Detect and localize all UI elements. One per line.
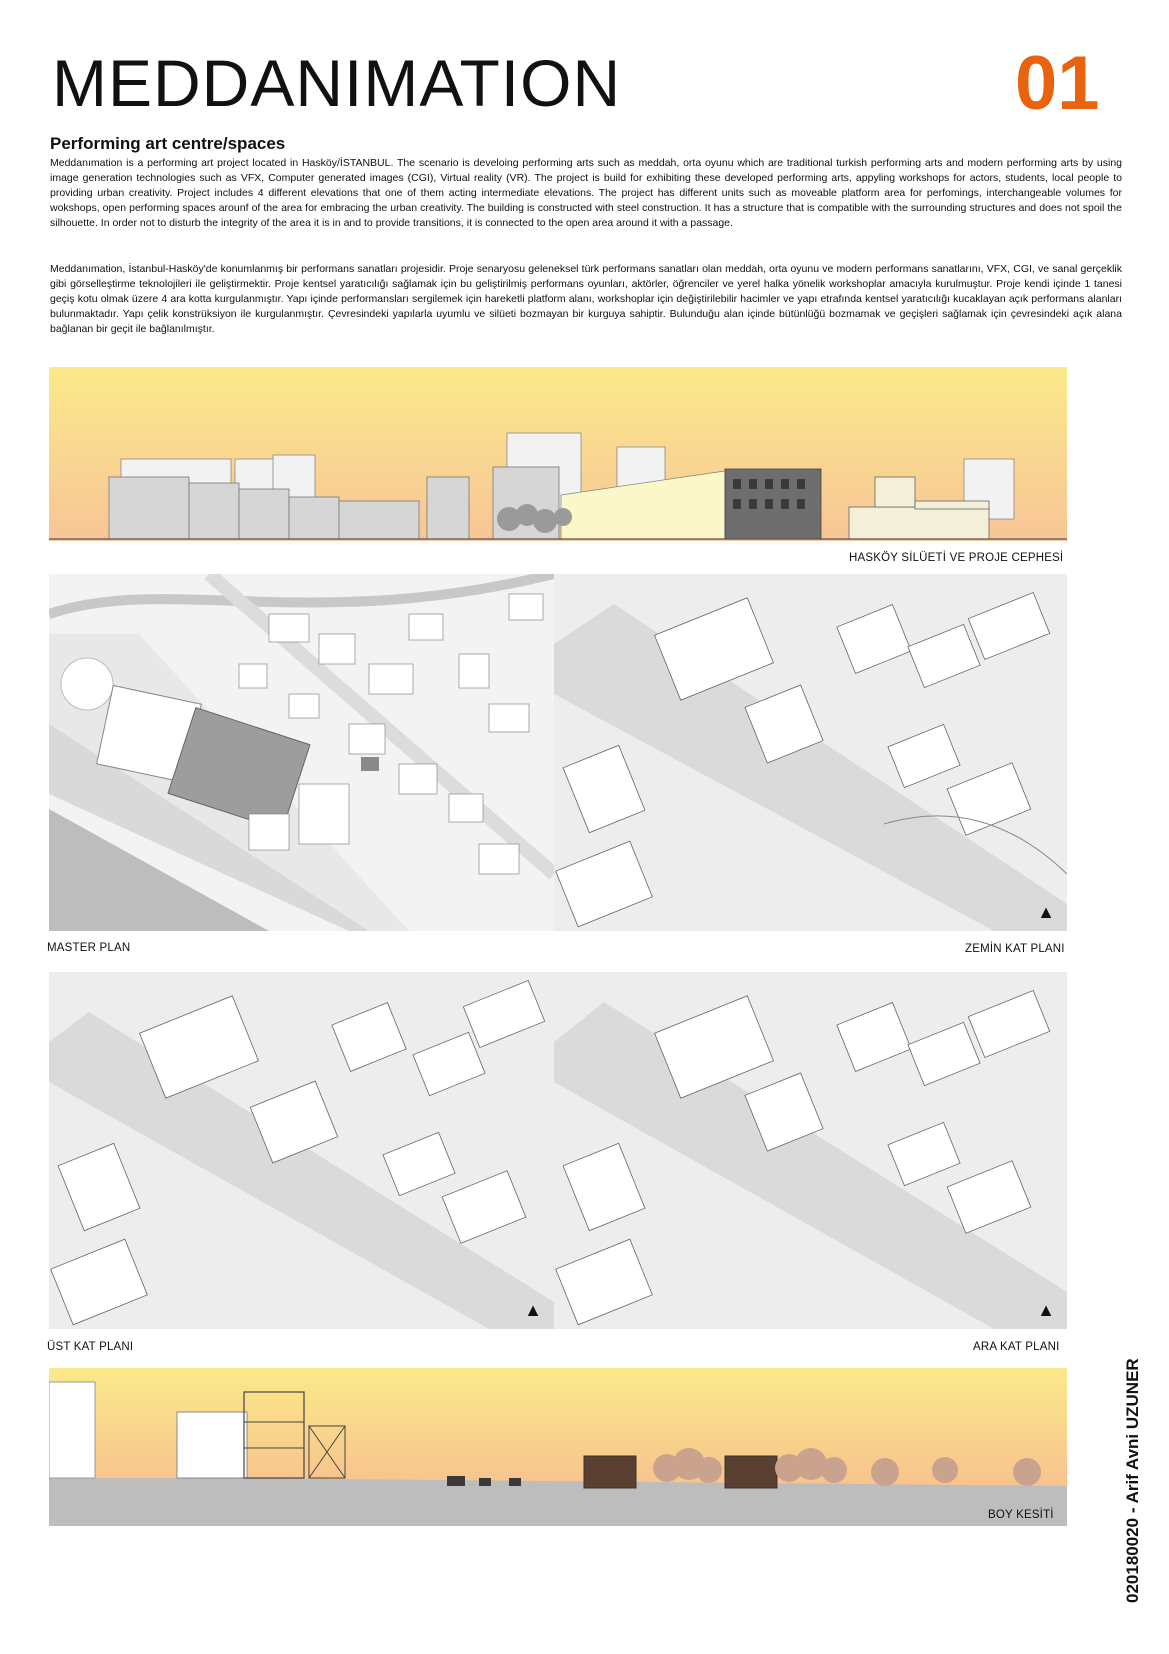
sheet-number: 01 (1015, 41, 1100, 126)
north-arrow-icon: ▲ (1037, 902, 1055, 922)
long-section-drawing (49, 1368, 1067, 1526)
project-subtitle: Performing art centre/spaces (50, 134, 286, 153)
ground-floor-caption: ZEMİN KAT PLANI (965, 943, 1065, 955)
north-arrow-icon: ▲ (1037, 1300, 1055, 1320)
upper-floor-plan-drawing: ▲ (49, 972, 554, 1329)
master-plan-caption: MASTER PLAN (47, 942, 131, 954)
north-arrow-icon: ▲ (524, 1300, 542, 1320)
mezzanine-floor-plan-drawing: ▲ (554, 972, 1067, 1329)
mezzanine-caption: ARA KAT PLANI (973, 1341, 1060, 1353)
elevation-caption: HASKÖY SİLÜETİ VE PROJE CEPHESİ (849, 552, 1064, 564)
description-english: Meddanımation is a performing art projec… (50, 157, 1122, 229)
section-caption: BOY KESİTİ (988, 1509, 1054, 1521)
page-title: MEDDANIMATION (52, 46, 622, 120)
description-turkish: Meddanımation, İstanbul-Hasköy'de konuml… (50, 263, 1122, 335)
upper-floor-caption: ÜST KAT PLANI (47, 1341, 134, 1353)
ground-floor-plan-drawing: ▲ (554, 574, 1067, 931)
author-credit: 020180020 - Arif Avni UZUNER (1123, 1358, 1142, 1603)
master-plan-drawing (49, 574, 554, 931)
silhouette-elevation-drawing (49, 367, 1067, 541)
